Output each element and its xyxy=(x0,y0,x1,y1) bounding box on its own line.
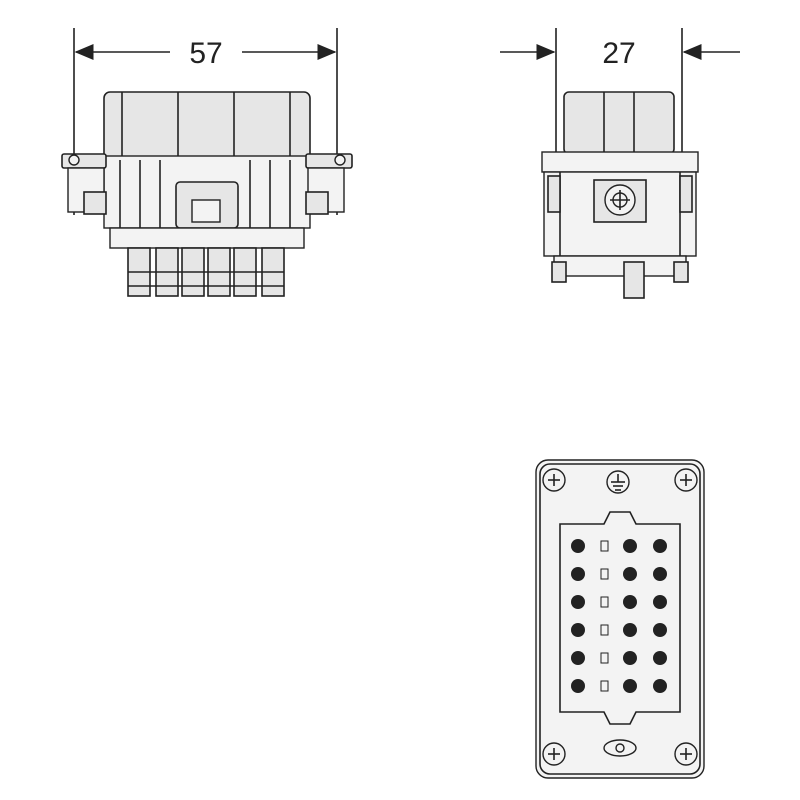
corner-screw-top-left xyxy=(542,468,566,492)
ground-symbol-icon xyxy=(606,470,630,494)
side-pe-terminal xyxy=(623,261,645,299)
corner-screw-top-right xyxy=(674,468,698,492)
contact-pin xyxy=(571,567,585,581)
pin-marker xyxy=(600,568,609,580)
side-screw-terminal xyxy=(593,179,647,223)
coding-symbol-icon xyxy=(603,739,637,757)
contact-pin xyxy=(571,651,585,665)
contact-pin xyxy=(571,679,585,693)
pin-marker xyxy=(600,540,609,552)
contact-pin xyxy=(653,679,667,693)
side-view: 27 xyxy=(500,28,740,299)
pin-marker xyxy=(600,624,609,636)
contact-pins xyxy=(571,539,667,693)
contact-pin xyxy=(623,567,637,581)
front-right-locking-pin xyxy=(305,153,353,215)
pin-marker xyxy=(600,652,609,664)
contact-pin xyxy=(653,539,667,553)
front-view: 57 xyxy=(61,28,353,297)
contact-insert xyxy=(559,511,681,725)
pin-marker xyxy=(600,596,609,608)
contact-pin xyxy=(653,595,667,609)
front-contact-terminals xyxy=(127,247,285,297)
contact-pin xyxy=(653,651,667,665)
contact-pin xyxy=(623,651,637,665)
contact-pin xyxy=(653,567,667,581)
contact-pin xyxy=(571,539,585,553)
corner-screw-bottom-left xyxy=(542,742,566,766)
side-hood xyxy=(563,91,675,155)
contact-pin xyxy=(623,539,637,553)
corner-screw-bottom-right xyxy=(674,742,698,766)
depth-dimension-label: 27 xyxy=(602,37,635,70)
contact-pin xyxy=(623,679,637,693)
face-view xyxy=(535,459,705,779)
width-dimension-label: 57 xyxy=(189,37,222,70)
contact-pin xyxy=(571,623,585,637)
contact-pin xyxy=(623,623,637,637)
side-flange xyxy=(541,151,699,173)
face-housing xyxy=(535,459,705,779)
depth-dimension: 27 xyxy=(500,28,740,160)
contact-pin xyxy=(653,623,667,637)
front-contact-block xyxy=(109,227,305,249)
contact-pin xyxy=(571,595,585,609)
front-hood xyxy=(103,91,311,161)
pin-marker xyxy=(600,680,609,692)
front-left-locking-pin xyxy=(61,153,107,215)
contact-pin xyxy=(623,595,637,609)
